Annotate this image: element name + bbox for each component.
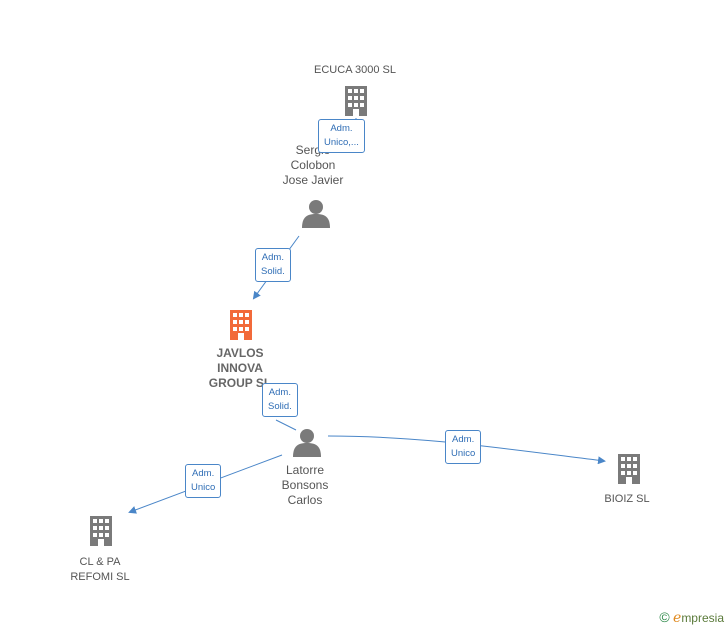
edge-label-latorre-clpa[interactable]: Adm. Unico: [185, 464, 222, 498]
node-label-line: JAVLOS: [216, 346, 264, 360]
person-icon[interactable]: [293, 429, 321, 457]
person-icon[interactable]: [302, 200, 330, 228]
edge-label-line: Adm.: [268, 387, 291, 398]
edge-label-latorre-javlos[interactable]: Adm. Solid.: [262, 383, 298, 417]
node-label-line: CL & PA: [79, 556, 121, 568]
node-label-line: REFOMI SL: [70, 571, 130, 583]
brand-initial: e: [673, 610, 682, 626]
building-icon[interactable]: [90, 516, 112, 546]
brand-name: mpresia: [681, 611, 724, 625]
edge-label-line: Solid.: [268, 401, 292, 412]
node-label-line: Colobon: [290, 158, 336, 172]
edge-latorre-javlos: [275, 419, 297, 431]
edge-label-line: Adm.: [330, 123, 353, 134]
node-label-javlos[interactable]: JAVLOS INNOVA GROUP SL: [190, 346, 290, 391]
edge-label-line: Adm.: [192, 468, 215, 479]
node-label-line: Latorre: [285, 463, 325, 477]
edge-label-sergio-javlos[interactable]: Adm. Solid.: [255, 248, 291, 282]
edge-label-ecuca-sergio[interactable]: Adm. Unico,...: [318, 119, 365, 153]
edge-label-line: Adm.: [261, 252, 284, 263]
brand-logo: © empresia: [659, 609, 724, 626]
node-label-latorre[interactable]: Latorre Bonsons Carlos: [255, 463, 355, 508]
node-label-line: Jose Javier: [282, 173, 344, 187]
node-label-text: ECUCA 3000 SL: [314, 64, 396, 76]
edge-label-line: Adm.: [452, 434, 475, 445]
edge-label-line: Unico,...: [324, 137, 359, 148]
node-label-text: BIOIZ SL: [604, 493, 650, 505]
node-label-sergio[interactable]: Sergio Colobon Jose Javier: [263, 143, 363, 188]
edge-label-latorre-bioiz[interactable]: Adm. Unico: [445, 430, 482, 464]
copyright-icon: ©: [659, 609, 670, 625]
node-label-line: GROUP SL: [208, 376, 272, 390]
node-label-clpa[interactable]: CL & PA REFOMI SL: [50, 555, 150, 585]
edge-label-line: Solid.: [261, 266, 285, 277]
node-label-ecuca[interactable]: ECUCA 3000 SL: [300, 63, 410, 78]
node-label-line: INNOVA: [217, 361, 263, 375]
node-label-bioiz[interactable]: BIOIZ SL: [587, 492, 667, 507]
building-icon[interactable]: [345, 86, 367, 116]
edge-label-line: Unico: [451, 448, 476, 459]
building-icon[interactable]: [618, 454, 640, 484]
edge-label-line: Unico: [191, 482, 216, 493]
node-label-line: Carlos: [287, 493, 323, 507]
node-label-line: Bonsons: [281, 478, 329, 492]
building-icon[interactable]: [230, 310, 252, 340]
